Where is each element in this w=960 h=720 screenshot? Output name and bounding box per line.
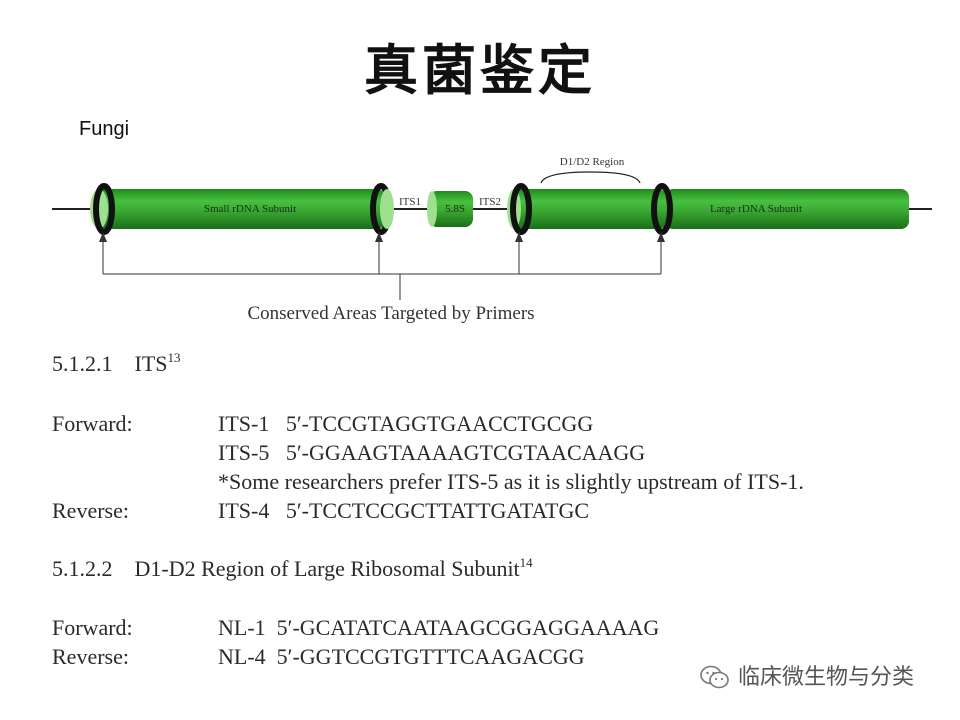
conserved-band-3 (510, 183, 532, 235)
conserved-band-4 (651, 183, 673, 235)
its-section-ref: 13 (167, 350, 181, 365)
its-note: *Some researchers prefer ITS-5 as it is … (218, 469, 804, 494)
d1d2-reverse-primer: NL-4 5′-GGTCCGTGTTTCAAGACGG (218, 644, 585, 669)
conserved-areas-label: Conserved Areas Targeted by Primers (247, 303, 534, 324)
its-section-number: 5.1.2.1 (52, 351, 113, 376)
d1d2-segment (515, 189, 665, 229)
its-forward-primer-2: ITS-5 5′-GGAAGTAAAAGTCGTAACAAGG (218, 440, 646, 465)
d1d2-bracket (540, 171, 641, 184)
d1d2-section-ref: 14 (519, 555, 533, 570)
small-subunit-segment (97, 189, 385, 229)
its-reverse-label: Reverse: (52, 498, 129, 523)
d1d2-label: D1/D2 Region (560, 156, 625, 168)
conserved-band-1 (93, 183, 115, 235)
its-forward-primer-1: ITS-1 5′-TCCGTAGGTGAACCTGCGG (218, 411, 594, 436)
its-section-name: ITS (134, 351, 168, 376)
d1d2-section-name: D1-D2 Region of Large Ribosomal Subunit (134, 556, 520, 581)
d1d2-forward-label: Forward: (52, 615, 133, 640)
watermark-text: 临床微生物与分类 (738, 665, 915, 690)
d1d2-section-number: 5.1.2.2 (52, 556, 113, 581)
s58-label: 5.8S (445, 203, 465, 215)
small-subunit-label: Small rDNA Subunit (204, 203, 296, 215)
d1d2-reverse-label: Reverse: (52, 644, 129, 669)
d1d2-forward-primer: NL-1 5′-GCATATCAATAAGCGGAGGAAAAG (218, 615, 660, 640)
d1d2-section-heading: 5.1.2.2 D1-D2 Region of Large Ribosomal … (52, 555, 533, 583)
its2-label: ITS2 (479, 196, 501, 208)
its-forward-label: Forward: (52, 411, 133, 436)
its1-label: ITS1 (399, 196, 421, 208)
rdna-diagram: Small rDNA Subunit ITS1 5.8S ITS2 Large … (52, 156, 932, 324)
wechat-icon (700, 665, 729, 689)
slide-subtitle: Fungi (79, 118, 130, 140)
its-reverse-primer: ITS-4 5′-TCCTCCGCTTATTGATATGC (218, 498, 590, 523)
primer-arrows (102, 236, 662, 300)
large-subunit-label: Large rDNA Subunit (710, 203, 802, 215)
its-section-heading: 5.1.2.1 ITS13 (52, 350, 181, 378)
large-subunit-segment (665, 189, 909, 229)
s58-segment (429, 191, 473, 227)
watermark: 临床微生物与分类 (700, 663, 914, 693)
slide-title: 真菌鉴定 (364, 38, 596, 102)
arrow-heads (99, 232, 665, 242)
